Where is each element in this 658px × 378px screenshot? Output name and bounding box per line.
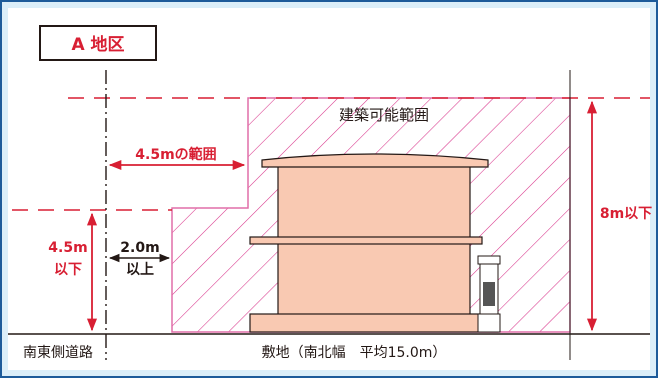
setback-right-line2: 以上 — [126, 262, 154, 278]
area-label: A 地区 — [71, 34, 124, 55]
building — [249, 153, 501, 333]
floor-band — [249, 236, 483, 245]
buildable-label: 建築可能範囲 — [339, 106, 429, 124]
setback-right-line1: 2.0m — [120, 240, 159, 256]
foundation — [249, 313, 499, 333]
height-left-line2: 以下 — [54, 262, 82, 278]
site-label: 敷地（南北幅 平均15.0m） — [262, 345, 447, 361]
max-height-label: 8m以下 — [600, 206, 652, 222]
setback-label: 4.5mの範囲 — [135, 146, 216, 163]
roof — [261, 153, 489, 168]
height-left-line1: 4.5m — [48, 240, 87, 256]
area-label-box — [39, 25, 157, 61]
road-label: 南東側道路 — [23, 345, 93, 361]
